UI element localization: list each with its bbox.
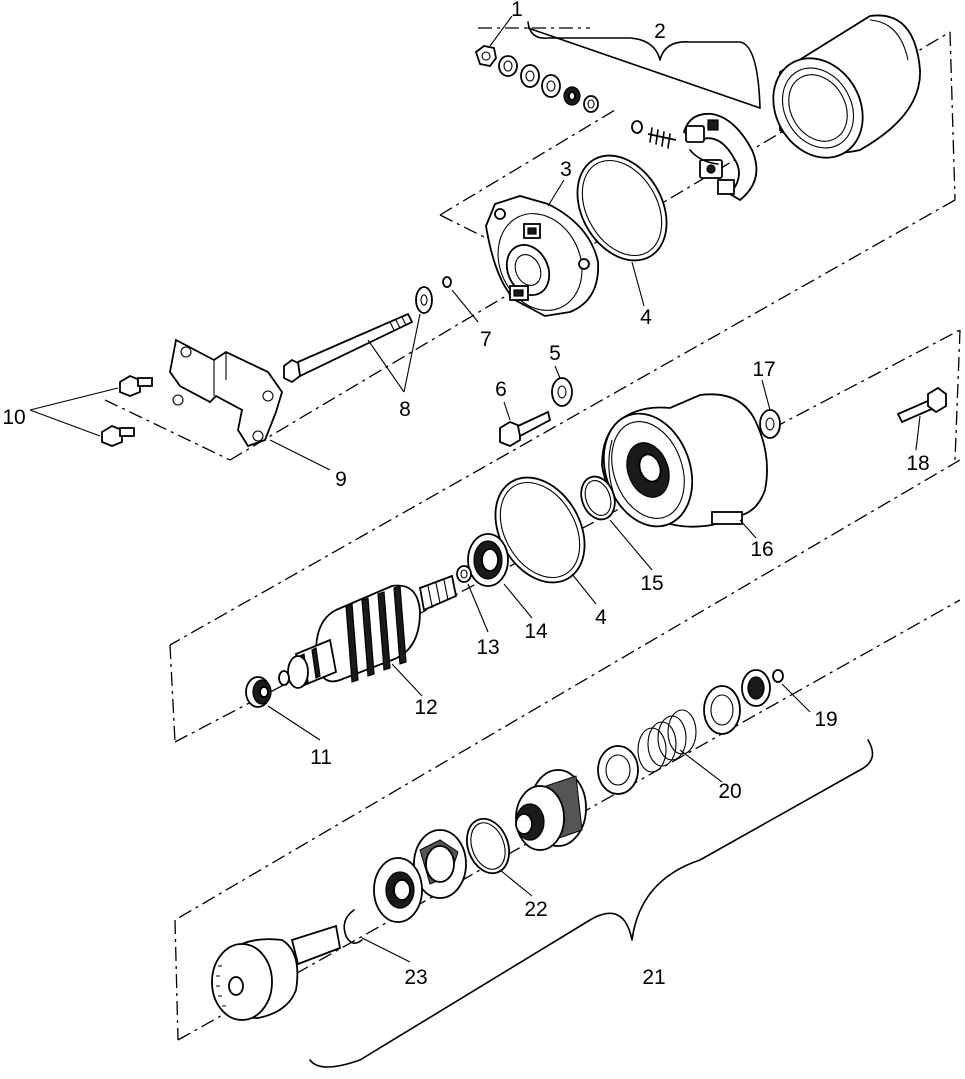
- callout-21: 21: [642, 966, 665, 989]
- callout-13: 13: [476, 636, 499, 659]
- callout-23: 23: [404, 966, 427, 989]
- armature-12: [278, 574, 458, 689]
- callout-labels: 1 2 3 4 7 5 6 8 9 10 17 18 16 15 4 14 13…: [2, 0, 929, 989]
- callout-12: 12: [414, 696, 437, 719]
- callout-4-lower: 4: [595, 606, 607, 629]
- callout-8: 8: [399, 398, 411, 421]
- callout-3: 3: [560, 158, 572, 181]
- nut-washer-stack: [474, 45, 599, 113]
- callout-7: 7: [480, 328, 492, 351]
- callout-4-upper: 4: [640, 306, 652, 329]
- callout-15: 15: [640, 572, 663, 595]
- washer-17-bolt-18: [759, 386, 947, 439]
- brace-21: [309, 739, 874, 1068]
- bolts-10: [101, 374, 153, 447]
- brush-holder-assembly: [631, 112, 758, 202]
- callout-5: 5: [549, 342, 561, 365]
- callout-18: 18: [906, 452, 929, 475]
- end-cover-3: [485, 195, 599, 317]
- snap-ring-23: [343, 909, 363, 944]
- callout-1: 1: [511, 0, 523, 21]
- leader-lines: [29, 15, 921, 963]
- callout-17: 17: [752, 358, 775, 381]
- callout-6: 6: [495, 378, 507, 401]
- brace-2: [527, 21, 761, 109]
- gear-stack-19-20: [597, 669, 784, 795]
- ring-22: [466, 817, 510, 875]
- callout-22: 22: [524, 898, 547, 921]
- washer-7: [442, 276, 452, 288]
- callout-10: 10: [2, 406, 25, 429]
- callout-20: 20: [718, 780, 741, 803]
- drive-housing-16: [601, 393, 768, 528]
- seal-oring-bearing: [456, 475, 616, 587]
- callout-9: 9: [335, 468, 347, 491]
- o-ring-upper: [576, 154, 668, 262]
- mounting-bracket-9: [169, 338, 283, 448]
- pinion-shaft: [211, 924, 342, 1021]
- callout-14: 14: [524, 620, 548, 643]
- callout-2: 2: [654, 20, 666, 43]
- washer-5-bolt-6: [499, 377, 573, 448]
- callout-11: 11: [310, 746, 332, 769]
- bearing-11: [245, 676, 272, 708]
- callout-19: 19: [814, 708, 837, 731]
- yoke-housing: [772, 14, 921, 159]
- callout-16: 16: [750, 538, 773, 561]
- clutch-gear: [515, 769, 587, 851]
- through-bolt-8: [283, 286, 433, 384]
- clutch-plate: [373, 829, 467, 923]
